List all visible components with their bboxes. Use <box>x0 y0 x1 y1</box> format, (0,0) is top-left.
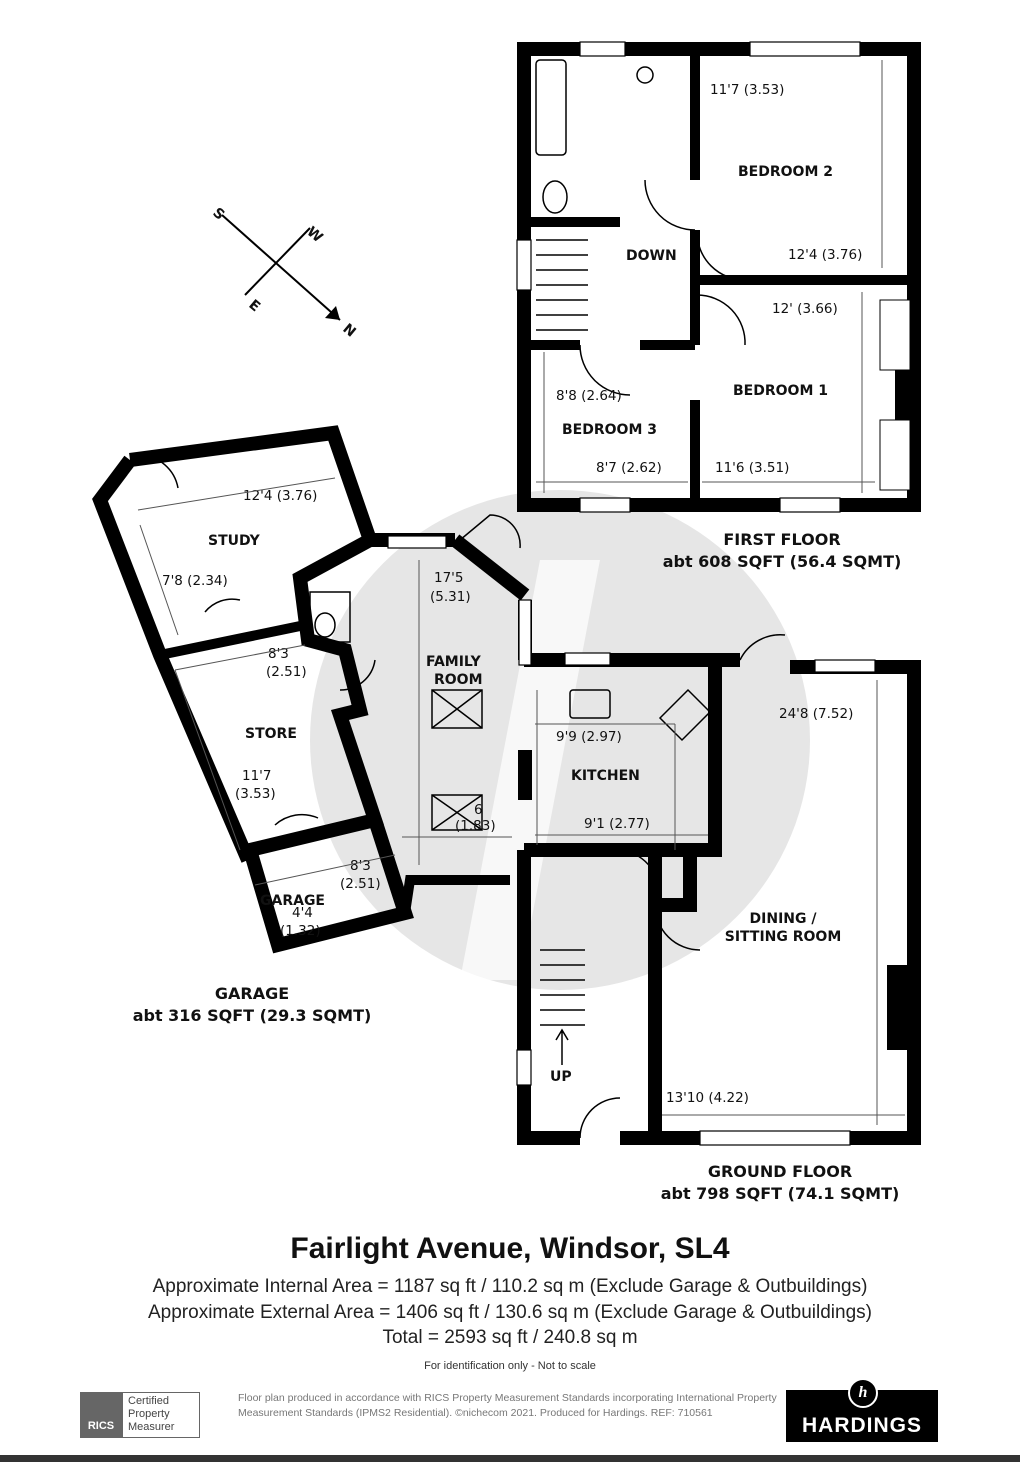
basin-icon <box>636 66 654 84</box>
hardings-logo: h HARDINGS <box>786 1378 938 1442</box>
dimension-store-length-metric: (3.53) <box>235 786 276 802</box>
staircase <box>536 239 588 331</box>
garage-label: GARAGE <box>215 984 289 1003</box>
external-area: Approximate External Area = 1406 sq ft /… <box>148 1302 872 1323</box>
ground-floor-label: GROUND FLOOR <box>708 1162 852 1181</box>
room-label-bedroom-1: BEDROOM 1 <box>733 383 828 399</box>
disclaimer: For identification only - Not to scale <box>424 1360 596 1372</box>
first-floor-plan: DOWN BEDROOM 2 11'7 (3.53) 12'4 (3.76) B… <box>516 41 921 571</box>
rics-logo: RICS <box>80 1392 122 1438</box>
dimension-store-width: 8'3 <box>268 646 289 662</box>
dimension-garage-width-metric: (1.32) <box>280 923 321 939</box>
staircase <box>540 949 585 1065</box>
room-label-family-room-line2: ROOM <box>434 672 483 688</box>
ground-floor-plan: FAMILY ROOM 17'5 (5.31) 6 (1.83) KITCHEN… <box>387 514 921 1203</box>
bottom-bar <box>0 1455 1020 1462</box>
dimension-garage-length: 8'3 <box>350 858 371 874</box>
dimension-family-room-width: 6 <box>474 802 483 818</box>
dimension-kitchen-width: 9'1 (2.77) <box>584 816 650 832</box>
compass-east: E <box>245 297 263 315</box>
room-label-bedroom-2: BEDROOM 2 <box>738 164 833 180</box>
dimension-bedroom-2-length: 12'4 (3.76) <box>788 247 862 263</box>
room-label-family-room: FAMILY <box>426 654 482 670</box>
room-label-study: STUDY <box>208 533 261 549</box>
badge-line: Property <box>128 1408 170 1420</box>
dimension-dining-width: 13'10 (4.22) <box>666 1090 749 1106</box>
total-area: Total = 2593 sq ft / 240.8 sq m <box>382 1327 638 1348</box>
room-label-garage: GARAGE <box>260 893 325 909</box>
badge-line: Measurer <box>128 1421 175 1433</box>
room-label-dining-sitting-room: DINING / <box>750 911 818 927</box>
dimension-bedroom-2-width: 11'7 (3.53) <box>710 82 784 98</box>
dimension-garage-length-metric: (2.51) <box>340 876 381 892</box>
dimension-study-width: 7'8 (2.34) <box>162 573 228 589</box>
bath-icon <box>535 59 567 156</box>
toilet-icon <box>314 612 336 638</box>
room-label-store: STORE <box>245 726 297 742</box>
room-label-kitchen: KITCHEN <box>571 768 640 784</box>
dimension-family-room-length-metric: (5.31) <box>430 589 471 605</box>
compass-north: N <box>339 321 358 341</box>
rics-badge: RICS Certified Property Measurer <box>80 1392 200 1438</box>
compass-icon: S N E W <box>209 205 358 341</box>
production-note: Floor plan produced in accordance with R… <box>238 1392 777 1419</box>
toilet-icon <box>542 180 568 214</box>
dimension-family-room-length: 17'5 <box>434 570 463 586</box>
dimension-store-width-metric: (2.51) <box>266 664 307 680</box>
first-floor-label: FIRST FLOOR <box>723 530 840 549</box>
brand-name: HARDINGS <box>801 1414 922 1437</box>
compass-south: S <box>209 205 227 224</box>
skylight-icon <box>431 794 483 831</box>
garage-area: abt 316 SQFT (29.3 SQMT) <box>133 1006 372 1025</box>
stairs-up-label: UP <box>550 1069 572 1085</box>
badge-line: Certified <box>128 1395 169 1407</box>
first-floor-area: abt 608 SQFT (56.4 SQMT) <box>663 552 902 571</box>
dimension-dining-length: 24'8 (7.52) <box>779 706 853 722</box>
dimension-bedroom-3-length: 8'8 (2.64) <box>556 388 622 404</box>
ground-floor-area: abt 798 SQFT (74.1 SQMT) <box>661 1184 900 1203</box>
skylight-icon <box>431 689 483 729</box>
dimension-store-length: 11'7 <box>242 768 271 784</box>
dimension-kitchen-length: 9'9 (2.97) <box>556 729 622 745</box>
dimension-study-length: 12'4 (3.76) <box>243 488 317 504</box>
hardings-mark: h <box>848 1378 878 1408</box>
dimension-garage-width: 4'4 <box>292 905 313 921</box>
sink-icon <box>569 689 611 719</box>
room-label-bedroom-3: BEDROOM 3 <box>562 422 657 438</box>
internal-area: Approximate Internal Area = 1187 sq ft /… <box>152 1276 868 1297</box>
stairs-down-label: DOWN <box>626 248 677 264</box>
dimension-bedroom-1-length: 12' (3.66) <box>772 301 838 317</box>
dimension-bedroom-1-width: 11'6 (3.51) <box>715 460 789 476</box>
room-label-dining-sitting-room-line2: SITTING ROOM <box>725 929 842 945</box>
compass-west: W <box>303 224 325 246</box>
property-title: Fairlight Avenue, Windsor, SL4 <box>290 1232 730 1265</box>
dimension-bedroom-3-width: 8'7 (2.62) <box>596 460 662 476</box>
dimension-family-room-width-metric: (1.83) <box>455 818 496 834</box>
